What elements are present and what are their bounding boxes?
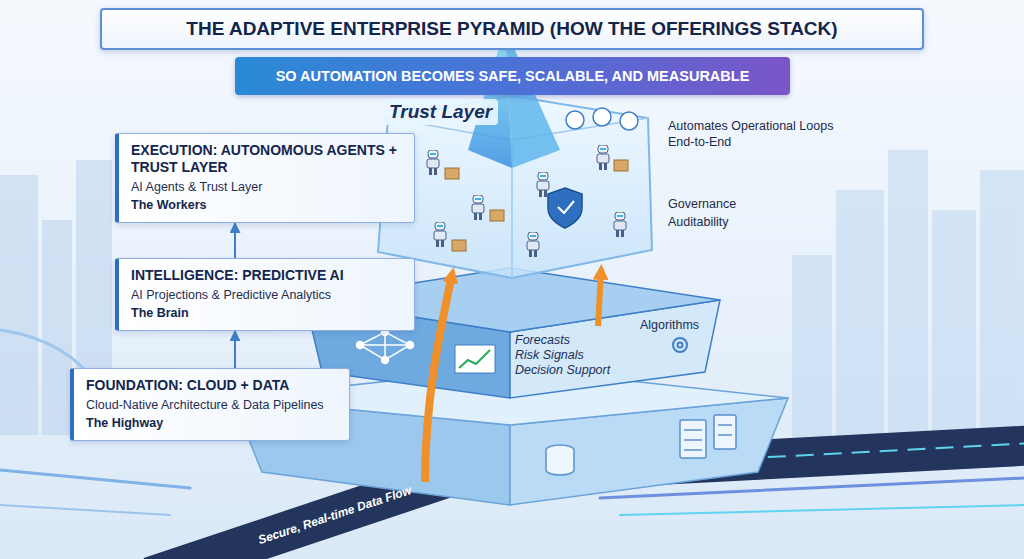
cargo-box (452, 240, 466, 251)
gear-icon (593, 108, 611, 126)
layer-box: INTELLIGENCE: PREDICTIVE AI AI Projection… (115, 258, 415, 331)
chart-line (459, 350, 490, 368)
layer-role: The Brain (131, 305, 402, 322)
label-slot: Auditability (668, 214, 838, 230)
shield-icon (548, 188, 582, 228)
top-icons (566, 108, 638, 130)
database-icon (546, 450, 574, 475)
network-icon (357, 329, 414, 364)
network-dot (382, 357, 389, 364)
pipe-label: Secure, Real-time Data Flow (238, 476, 433, 553)
server-icon (680, 420, 706, 458)
layer-heading: EXECUTION: AUTONOMOUS AGENTS + TRUST LAY… (131, 142, 402, 176)
layer-body: Cloud-Native Architecture & Data Pipelin… (86, 397, 337, 413)
layer-box: FOUNDATION: CLOUD + DATA Cloud-Native Arc… (70, 368, 350, 441)
tier-title: Trust Layer (389, 100, 492, 124)
robot (472, 195, 484, 220)
subtitle-text: SO AUTOMATION BECOMES SAFE, SCALABLE, AN… (245, 67, 780, 85)
tier-item: Decision Support (515, 363, 715, 378)
tier-item: Risk Signals (515, 348, 715, 363)
shield-check (558, 201, 574, 213)
robot (537, 172, 549, 197)
tier-label-box: Trust Layer (383, 99, 498, 125)
cycle-icon (620, 112, 638, 130)
uplift-arrow (425, 275, 452, 482)
gear (673, 338, 687, 352)
server-icon (714, 415, 736, 449)
agent-robots (427, 145, 628, 257)
cargo-box (614, 160, 628, 171)
cargo-box (445, 168, 459, 179)
lock-icon (566, 111, 584, 129)
annotation-label: Automates Operational Loops End-to-End (668, 118, 838, 150)
skyline-right (792, 150, 1024, 465)
robot (597, 145, 609, 170)
layer-role: The Workers (131, 197, 402, 214)
tier-item: Algorithms (640, 318, 840, 333)
flow-arrow (234, 223, 236, 258)
gear (678, 343, 683, 348)
label-slot: Automates Operational Loops End-to-End (668, 118, 838, 150)
chart-icon (455, 345, 495, 373)
layer-box: EXECUTION: AUTONOMOUS AGENTS + TRUST LAY… (115, 133, 415, 223)
label-slot: Governance (668, 196, 838, 212)
layer-heading: FOUNDATION: CLOUD + DATA (86, 377, 337, 394)
diagram-title: THE ADAPTIVE ENTERPRISE PYRAMID (HOW THE… (186, 18, 837, 40)
robot (427, 150, 439, 175)
tier-label-box: ForecastsRisk SignalsDecision SupportAlg… (515, 333, 715, 393)
tier-item: Forecasts (515, 333, 715, 348)
label-slot: Secure, Real-time Data Flow (238, 476, 433, 553)
server-lines (684, 425, 732, 450)
layer-body: AI Projections & Predictive Analytics (131, 287, 402, 303)
flow-arrow (234, 331, 236, 368)
server-icons (546, 415, 736, 475)
streak (620, 505, 1024, 515)
subtitle-band: SO AUTOMATION BECOMES SAFE, SCALABLE, AN… (235, 57, 790, 95)
annotation-label: Auditability (668, 214, 838, 230)
chart-frame (455, 345, 495, 373)
robot (434, 222, 446, 247)
cargo-box (490, 210, 504, 221)
network-dot (407, 342, 414, 349)
robot (527, 232, 539, 257)
uplift-arrow (598, 272, 601, 326)
streak (0, 505, 170, 515)
robot (614, 212, 626, 237)
gear-icon (673, 338, 687, 352)
title-banner: THE ADAPTIVE ENTERPRISE PYRAMID (HOW THE… (100, 8, 924, 50)
streak (0, 470, 190, 488)
layer-role: The Highway (86, 415, 337, 432)
annotation-label: Governance (668, 196, 838, 212)
network-dot (357, 342, 364, 349)
layer-body: AI Agents & Trust Layer (131, 179, 402, 195)
layer-heading: INTELLIGENCE: PREDICTIVE AI (131, 267, 402, 284)
